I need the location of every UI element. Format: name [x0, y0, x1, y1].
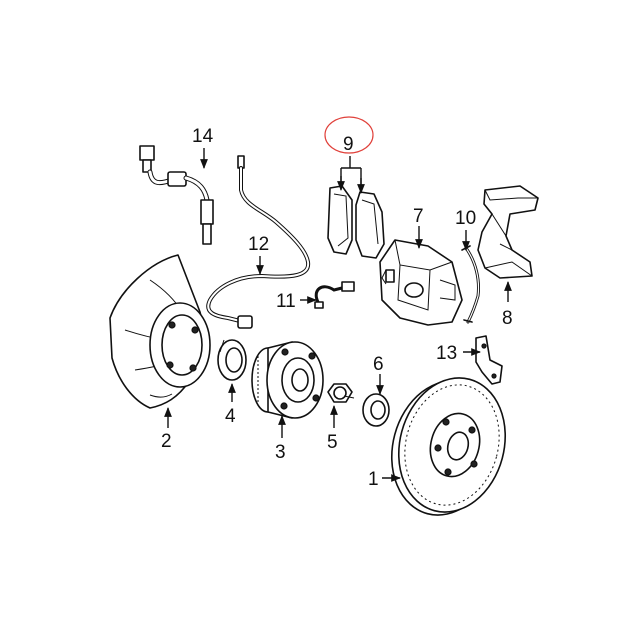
highlight-circle	[324, 116, 374, 154]
abs-sensor-wire-part	[206, 155, 311, 329]
brake-pads-part	[327, 185, 385, 259]
wheel-hub-part	[251, 341, 324, 419]
callout-12: 12	[248, 234, 269, 255]
callout-6: 6	[373, 354, 384, 375]
caliper-bracket-part	[477, 185, 539, 279]
seal-part	[217, 339, 247, 381]
hub-nut-part	[327, 383, 355, 403]
callout-8: 8	[502, 308, 513, 329]
bracket-plate-part	[475, 335, 503, 385]
callout-14: 14	[192, 126, 214, 147]
callout-3: 3	[275, 442, 286, 463]
brake-rotor-part	[390, 377, 507, 516]
anti-rattle-clip-part	[461, 245, 480, 324]
dust-cap-part	[362, 393, 390, 427]
callout-10: 10	[455, 208, 476, 229]
callout-4: 4	[225, 406, 236, 427]
leader-9	[340, 156, 362, 190]
dust-shield-part	[109, 254, 211, 409]
callout-1: 1	[368, 469, 379, 490]
callout-5: 5	[327, 432, 338, 453]
callout-13: 13	[436, 343, 457, 364]
callout-9: 9	[343, 134, 354, 155]
callout-11: 11	[276, 291, 296, 312]
callout-2: 2	[161, 431, 172, 452]
caliper-part	[379, 239, 463, 326]
callout-7: 7	[413, 206, 424, 227]
wear-sensor-part	[314, 281, 355, 309]
brake-hose-part	[139, 145, 214, 245]
